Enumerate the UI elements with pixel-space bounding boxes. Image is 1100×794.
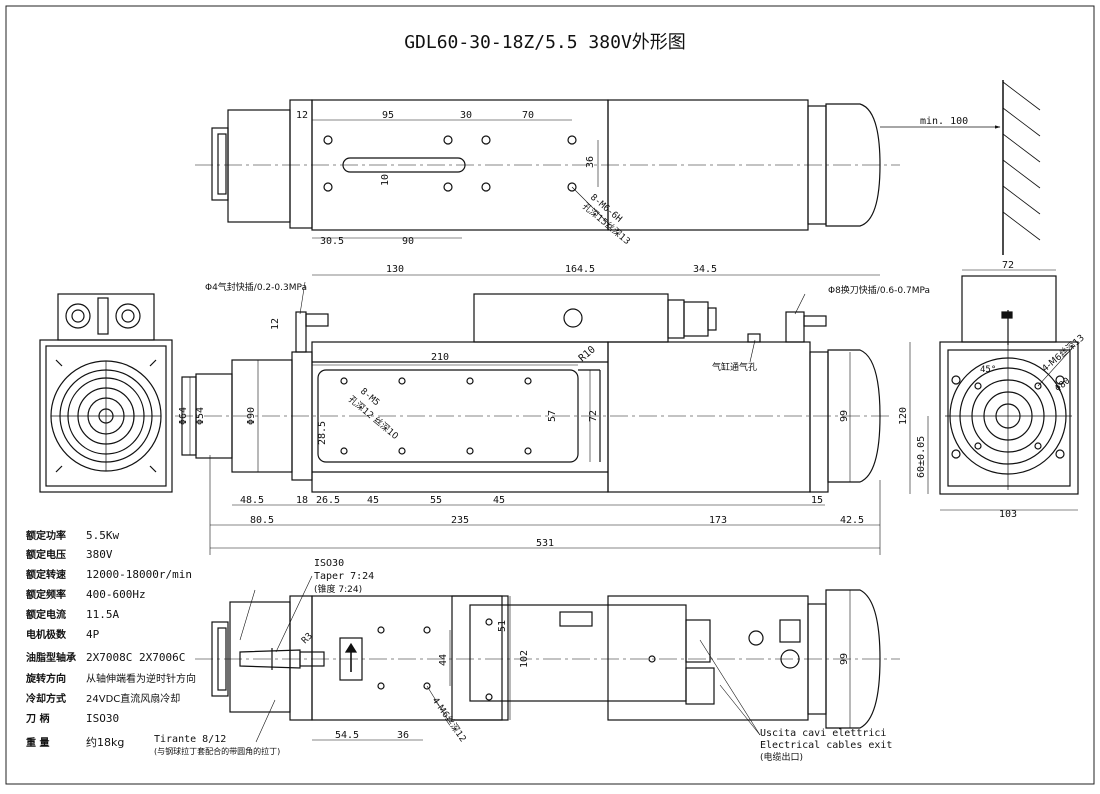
min-clearance-label: min. 100: [920, 116, 968, 127]
top-dim-10: 10: [380, 174, 391, 186]
spec-value: 400-600Hz: [86, 588, 146, 601]
top-dim-70: 70: [522, 110, 534, 121]
spec-value: 约18kg: [86, 736, 124, 749]
front-dim-57: 57: [547, 410, 558, 422]
front-view: [175, 274, 890, 555]
top-dim-30-5: 30.5: [320, 236, 344, 247]
spec-value: 12000-18000r/min: [86, 568, 192, 581]
front-dim-130: 130: [386, 264, 404, 275]
spec-label: 冷却方式: [26, 692, 66, 705]
spec-label: 额定频率: [26, 588, 66, 601]
spec-label: 额定电流: [26, 608, 66, 621]
spec-value: 11.5A: [86, 608, 119, 621]
spec-value: 从轴伸端看为逆时针方向: [86, 672, 196, 685]
bottom-dim-36: 36: [397, 730, 409, 741]
tirante-note-2: (与钢球拉丁套配合的带圆角的拉丁): [154, 746, 280, 756]
top-dim-95: 95: [382, 110, 394, 121]
spec-table: 额定功率 5.5Kw 额定电压 380V 额定转速 12000-18000r/m…: [25, 529, 196, 749]
top-dim-90: 90: [402, 236, 414, 247]
top-dim-36: 36: [585, 156, 596, 168]
spec-label: 额定转速: [26, 568, 66, 581]
spec-label: 刀 柄: [26, 712, 49, 725]
front-dim-15: 15: [811, 495, 823, 506]
air-seal-connector-label: Φ4气封快插/0.2-0.3MPa: [205, 281, 307, 293]
front-dim-phi64: Φ64: [178, 407, 189, 425]
front-dim-34-5: 34.5: [693, 264, 717, 275]
spec-label: 额定功率: [26, 529, 66, 542]
front-dim-210: 210: [431, 352, 449, 363]
side-dim-103: 103: [999, 509, 1017, 520]
top-dim-12: 12: [296, 110, 308, 121]
spec-value: 4P: [86, 628, 100, 641]
front-dim-173: 173: [709, 515, 727, 526]
spec-value: 24VDC直流风扇冷却: [86, 692, 180, 705]
front-dim-18: 18: [296, 495, 308, 506]
bottom-dim-99: 99: [839, 653, 850, 665]
cable-exit-it: Uscita cavi elettrici: [760, 728, 886, 739]
front-dim-80-5: 80.5: [250, 515, 274, 526]
side-dim-72: 72: [1002, 260, 1014, 271]
front-dim-55: 55: [430, 495, 442, 506]
iso-note-1: ISO30: [314, 558, 344, 569]
iso-note-2: Taper 7:24: [314, 571, 374, 582]
front-dim-12: 12: [270, 318, 281, 330]
side-angle: 45°: [980, 365, 996, 375]
side-thread-note: 4-M6丝深13: [1039, 332, 1086, 375]
front-dim-99: 99: [839, 410, 850, 422]
top-view: [195, 80, 1041, 255]
bottom-dim-44: 44: [438, 654, 449, 666]
front-radius-r10: R10: [577, 344, 598, 364]
bottom-view: [195, 575, 900, 743]
spec-label: 旋转方向: [25, 672, 66, 685]
spec-label: 电机极数: [26, 628, 67, 641]
front-dim-phi90: Φ90: [246, 407, 257, 425]
front-dim-235: 235: [451, 515, 469, 526]
side-dim-60-tol: 60±0.05: [916, 436, 927, 478]
front-dim-72: 72: [588, 410, 599, 422]
tool-change-connector-label: Φ8换刀快插/0.6-0.7MPa: [828, 284, 930, 296]
bottom-dim-54-5: 54.5: [335, 730, 359, 741]
tirante-note-1: Tirante 8/12: [154, 734, 226, 745]
front-dim-531: 531: [536, 538, 554, 549]
front-dim-42-5: 42.5: [840, 515, 864, 526]
spec-label: 重 量: [26, 736, 49, 749]
spec-value: ISO30: [86, 712, 119, 725]
spec-label: 油脂型轴承: [26, 651, 76, 664]
iso-note-3: (锥度 7:24): [314, 583, 362, 595]
cylinder-vent-label: 气缸通气孔: [712, 361, 757, 373]
bottom-dim-51: 51: [497, 620, 508, 632]
sheet-border: [5, 5, 1095, 785]
spec-value: 380V: [86, 548, 113, 561]
spec-label: 额定电压: [26, 548, 66, 561]
cable-exit-cn: (电缆出口): [760, 751, 803, 763]
side-dim-120: 120: [898, 407, 909, 425]
right-end-view: [909, 269, 1079, 511]
left-end-view: [39, 293, 173, 493]
front-dim-48-5: 48.5: [240, 495, 264, 506]
top-dim-30: 30: [460, 110, 472, 121]
cable-exit-en: Electrical cables exit: [760, 740, 892, 751]
front-dim-28-5: 28.5: [317, 421, 328, 445]
front-dim-45-b: 45: [493, 495, 505, 506]
front-dim-26-5: 26.5: [316, 495, 340, 506]
drawing-title: GDL60-30-18Z/5.5 380V外形图: [404, 32, 686, 53]
front-dim-45-a: 45: [367, 495, 379, 506]
spec-value: 2X7008C 2X7006C: [86, 651, 185, 664]
front-dim-164-5: 164.5: [565, 264, 595, 275]
bottom-dim-102: 102: [519, 650, 530, 668]
spec-value: 5.5Kw: [86, 529, 119, 542]
front-dim-phi54: Φ54: [195, 407, 206, 425]
